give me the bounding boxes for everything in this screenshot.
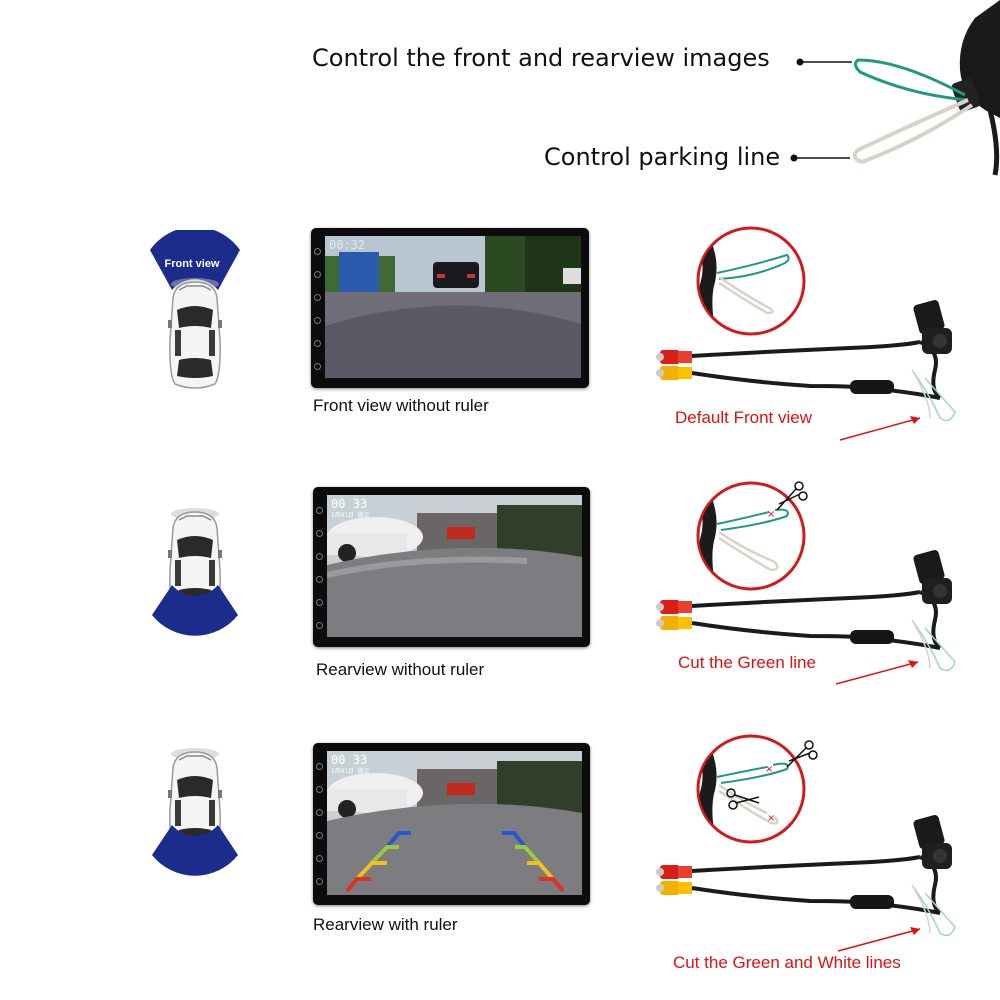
green-wire — [853, 58, 969, 102]
label-control-images: Control the front and rearview images — [312, 44, 770, 72]
front-camera-image: 00:32 — [325, 236, 581, 378]
detail-circle-default — [696, 226, 806, 336]
rearview-badge: rearview — [162, 640, 208, 652]
scissors-icon-white — [726, 788, 760, 810]
date-rearview-ruler: 1月01日 周三 — [331, 768, 370, 775]
screen-front-view: 00:32 — [311, 228, 589, 388]
svg-text:×: × — [767, 509, 775, 520]
note-cut-green: Cut the Green line — [678, 653, 816, 672]
clock-rearview-ruler: 00 33 — [331, 753, 368, 767]
detail-circle-cut-green: × — [696, 481, 808, 591]
car-rearview-ruler-icon — [152, 747, 238, 876]
front-view-badge: Front view — [164, 258, 220, 270]
car-rearview-icon — [152, 507, 238, 636]
camera-wire-diagram — [790, 0, 1000, 176]
note-cut-green-white: Cut the Green and White lines — [673, 953, 901, 972]
white-wire — [852, 98, 974, 165]
caption-front-view: Front view without ruler — [313, 396, 489, 415]
svg-text:×: × — [767, 813, 775, 824]
cable-harness-cut-both — [654, 812, 956, 952]
cable-harness-default — [654, 300, 956, 441]
detail-circle-cut-both: × × — [696, 734, 818, 844]
svg-text:×: × — [765, 764, 773, 775]
date-rearview: 1月01日 周三 — [331, 512, 370, 519]
cable-harness-cut-green — [654, 550, 956, 685]
scissors-icon — [776, 481, 808, 511]
label-control-parking: Control parking line — [544, 143, 781, 171]
car-front-view-icon — [150, 230, 240, 389]
parking-guide-lines — [345, 831, 565, 893]
note-default-front-view: Default Front view — [675, 408, 812, 427]
scissors-icon-green — [786, 740, 818, 768]
caption-rearview: Rearview without ruler — [316, 660, 485, 679]
caption-rearview-ruler: Rearview with ruler — [313, 915, 458, 934]
clock-rearview: 00 33 — [331, 497, 368, 511]
rearview-ruler-badge: rearview — [162, 878, 208, 890]
